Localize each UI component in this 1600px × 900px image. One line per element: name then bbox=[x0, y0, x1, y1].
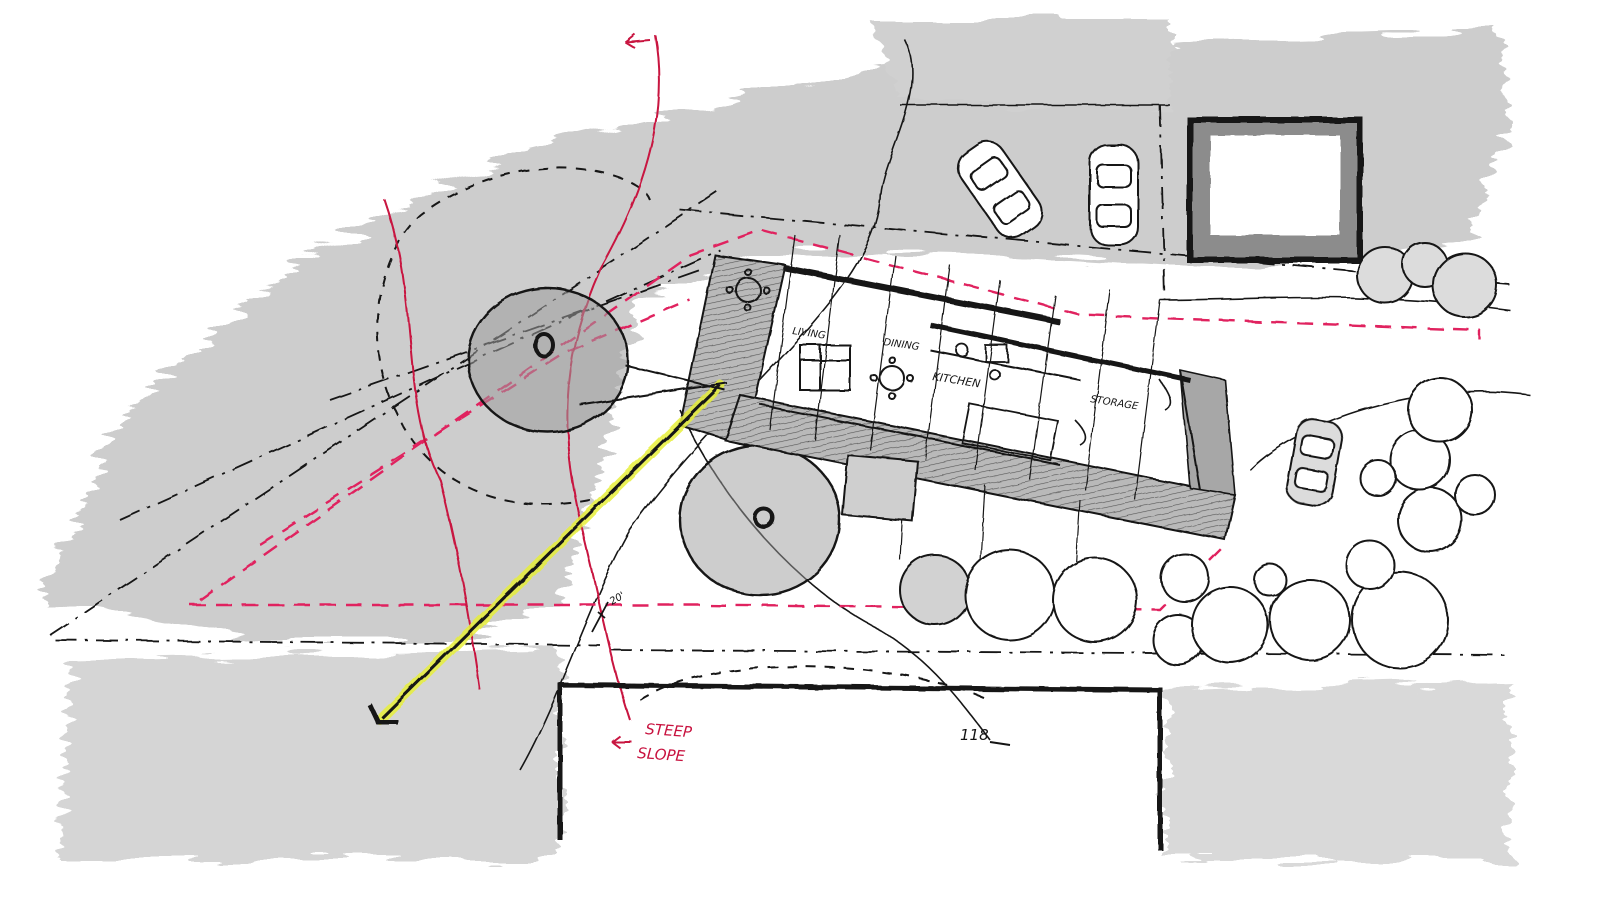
setback-line bbox=[49, 189, 721, 636]
tree-icon bbox=[1454, 474, 1496, 516]
garage bbox=[1187, 117, 1363, 263]
view-arc-upper bbox=[376, 166, 651, 506]
north-wall bbox=[784, 265, 1061, 325]
shrubs bbox=[899, 242, 1498, 669]
car-icon bbox=[1089, 144, 1139, 246]
east-end bbox=[1179, 368, 1236, 496]
column-grid bbox=[769, 234, 1161, 581]
label-kitchen: KITCHEN bbox=[932, 370, 982, 390]
marker-shading bbox=[40, 20, 1510, 860]
door-swing bbox=[1159, 379, 1172, 411]
slope-line bbox=[384, 199, 481, 691]
tree-icon bbox=[899, 554, 971, 626]
tree-icon bbox=[964, 549, 1056, 641]
tree-icon bbox=[1191, 586, 1269, 664]
label-dining: DINING bbox=[883, 337, 921, 353]
tree-icon bbox=[678, 443, 842, 597]
tree-icon bbox=[1269, 579, 1351, 661]
south-wall bbox=[759, 404, 1061, 466]
tree-icon bbox=[1397, 487, 1463, 553]
lower-building bbox=[557, 682, 1163, 850]
top-strip-shading bbox=[870, 20, 1170, 110]
tree-icon bbox=[1359, 459, 1397, 497]
label-slope: SLOPE bbox=[637, 744, 686, 765]
slope-arrow-bottom bbox=[611, 735, 632, 749]
view-arcs bbox=[376, 166, 991, 701]
dimension-tick bbox=[591, 601, 609, 633]
arrow-icon bbox=[367, 703, 398, 725]
car-icon bbox=[1286, 418, 1344, 507]
car-icon bbox=[956, 140, 1044, 240]
south-deck bbox=[723, 393, 1237, 542]
setback-line bbox=[679, 209, 1511, 286]
view-arc-lower bbox=[639, 665, 991, 701]
tree-icon bbox=[466, 286, 630, 434]
contour-118-tick bbox=[989, 741, 1011, 746]
large-trees bbox=[466, 286, 842, 597]
door-swing bbox=[1074, 419, 1087, 446]
tree-icon bbox=[1160, 553, 1210, 603]
view-arrow bbox=[367, 364, 728, 725]
tree-icon bbox=[1345, 540, 1395, 590]
sofa-icon bbox=[799, 344, 851, 391]
slope-arrow-top bbox=[624, 33, 651, 49]
cars bbox=[956, 140, 1344, 507]
tree-icon bbox=[1253, 563, 1287, 597]
contour-line bbox=[1249, 391, 1531, 471]
tree-icon bbox=[1432, 252, 1498, 318]
property-line bbox=[259, 298, 691, 547]
tree-icon bbox=[1052, 557, 1138, 643]
slope-shading bbox=[40, 30, 1510, 640]
kitchen-wall bbox=[929, 322, 1191, 383]
tree-icon bbox=[1351, 571, 1449, 669]
label-storage: STORAGE bbox=[1090, 394, 1140, 413]
east-wall bbox=[1179, 369, 1201, 491]
contour-line bbox=[519, 39, 913, 771]
tree-icon bbox=[1407, 377, 1473, 443]
label-contour-118: 118 bbox=[960, 726, 989, 744]
label-living: LIVING bbox=[792, 326, 827, 342]
setback-line bbox=[54, 639, 601, 646]
setback-line bbox=[609, 649, 1511, 656]
entry-stair bbox=[841, 453, 919, 523]
kitchen-counter bbox=[955, 343, 1060, 462]
lower-shading bbox=[60, 650, 560, 860]
setback-line bbox=[119, 249, 721, 521]
table-icon bbox=[726, 268, 770, 312]
setback-line bbox=[1159, 104, 1166, 301]
inner-wall bbox=[929, 349, 1081, 381]
label-steep: STEEP bbox=[645, 720, 694, 741]
lower-right-shading bbox=[1165, 680, 1510, 860]
table-icon bbox=[870, 356, 914, 400]
